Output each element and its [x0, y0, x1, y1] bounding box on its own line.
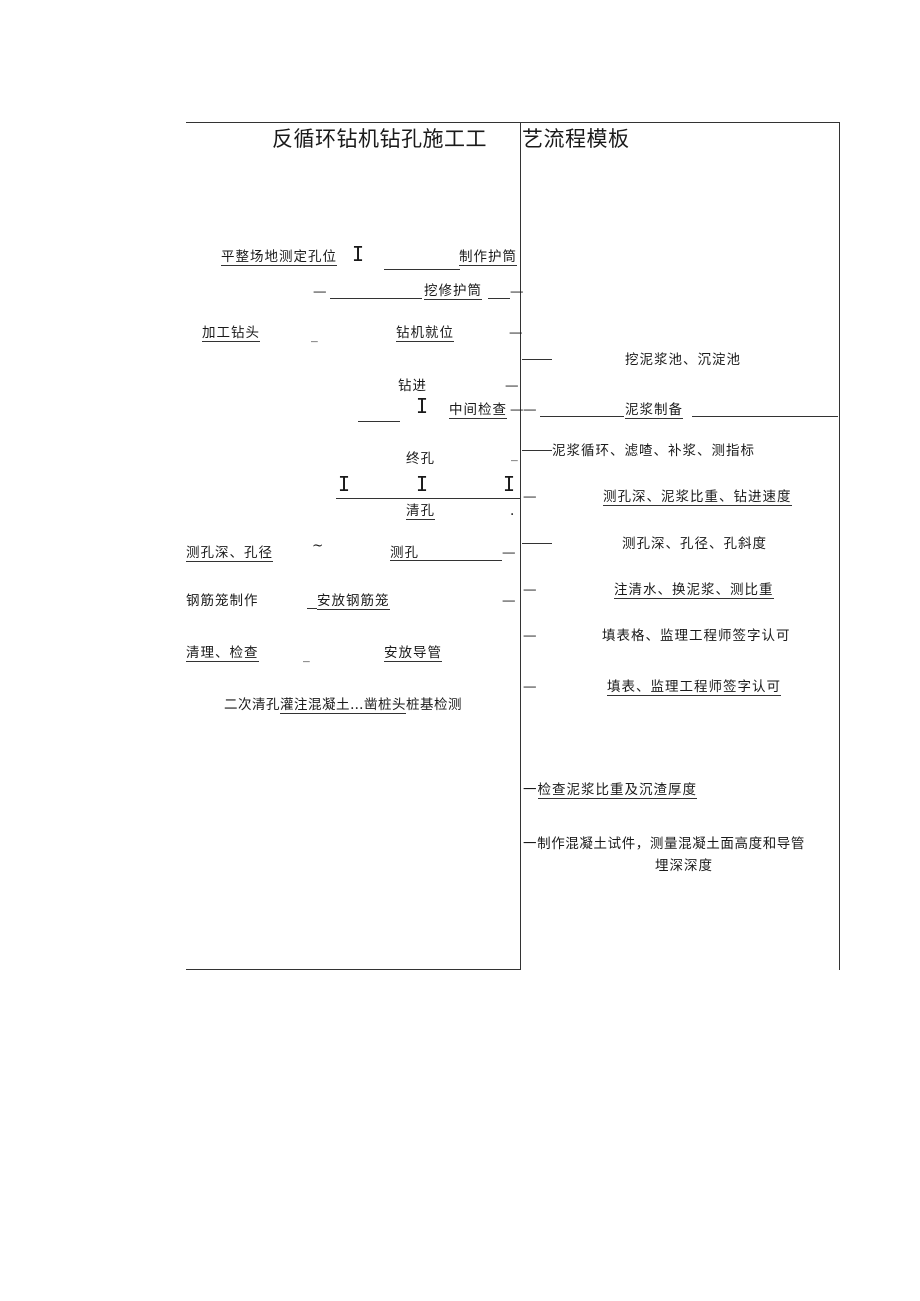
step-zhuangji-jiance: 桩基检测	[406, 697, 462, 713]
ibeam-connector-5: I	[503, 472, 516, 496]
connector-line-7	[336, 498, 520, 499]
dash-15r: 一	[523, 782, 538, 798]
step-zaozhuangtou: …凿桩头	[350, 697, 406, 714]
connector-right-9	[522, 543, 552, 544]
dash-5: —	[510, 402, 525, 418]
step-cekong-shen-jing: 测孔深、孔径	[186, 545, 273, 562]
ibeam-connector-2: I	[416, 394, 429, 418]
dash-12r: —	[523, 628, 538, 644]
document-title-right: 艺流程模板	[522, 127, 630, 151]
step-gangjinlong-zhizuo: 钢筋笼制作	[186, 593, 259, 609]
dash-7r: —	[523, 489, 538, 505]
ibeam-connector-3: I	[338, 472, 351, 496]
document-title-left: 反循环钻机钻孔施工工	[272, 127, 487, 151]
dash-5r: —	[523, 402, 538, 418]
ibeam-connector-4: I	[416, 472, 429, 496]
dash-3: —	[509, 325, 524, 341]
frame-right-border	[839, 123, 840, 970]
note-nijiang-xunhuan: 泥浆循环、滤喳、补浆、测指标	[552, 443, 755, 459]
dash-11: —	[502, 593, 517, 609]
dash-2b: —	[510, 284, 525, 300]
connector-line-5r2	[692, 416, 838, 417]
step-jiagong-zuantou: 加工钻头	[202, 325, 260, 342]
step-guanzhu: 灌注混凝土	[280, 697, 350, 714]
step-zuanjin: 钻进	[398, 378, 427, 394]
underscore-6: _	[511, 446, 519, 462]
note-tianbiao: 填表、监理工程师签字认可	[607, 679, 781, 696]
step-anfang-daoguan: 安放导管	[384, 645, 442, 662]
dash-2a: —	[313, 284, 328, 300]
dot-8: .	[510, 503, 516, 519]
frame-bottom-border	[186, 969, 521, 970]
dash-14r: —	[523, 679, 538, 695]
connector-line-9	[390, 560, 502, 561]
note-zhizuo-shijian-2: 埋深深度	[655, 858, 713, 874]
underscore-13: _	[303, 647, 311, 663]
note-jiancha-nijiang: 检查泥浆比重及沉渣厚度	[537, 782, 697, 799]
note-jiancha-nijiang-row: 一检查泥浆比重及沉渣厚度	[523, 782, 697, 799]
step-qingli-jiancha: 清理、检查	[186, 645, 259, 662]
connector-line-1	[384, 269, 460, 270]
step-wawa-hutong: 挖修护筒	[424, 283, 482, 300]
frame-center-divider	[520, 123, 521, 970]
step-zhongjian-jiancha: 中间检查	[449, 402, 507, 419]
connector-right-1	[522, 359, 552, 360]
dash-10r: —	[523, 582, 538, 598]
note-zhuqingshui: 注清水、换泥浆、测比重	[614, 582, 774, 599]
step-zhongkong: 终孔	[406, 451, 435, 467]
step-cekong: 测孔	[390, 545, 419, 561]
note-cekong-kongjing-xiedu: 测孔深、孔径、孔斜度	[622, 536, 767, 552]
step-zhizuo-hutong: 制作护筒	[459, 249, 517, 266]
connector-line-2a	[330, 298, 422, 299]
frame-top-border	[186, 122, 840, 123]
ibeam-connector-1: I	[352, 242, 365, 266]
dash-4: —	[505, 378, 520, 394]
note-nijiang-zhibei: 泥浆制备	[625, 402, 683, 419]
connector-line-2b	[488, 298, 510, 299]
step-final-row: 二次清孔灌注混凝土…凿桩头桩基检测	[224, 697, 462, 714]
underscore-3: _	[311, 327, 319, 343]
step-ercihqingkong: 二次清孔	[224, 697, 280, 713]
dash-9: —	[502, 545, 517, 561]
connector-line-5r	[540, 416, 624, 417]
step-qingkong: 清孔	[406, 503, 435, 520]
note-wa-nijiangchi: 挖泥浆池、沉淀池	[625, 352, 741, 368]
connector-line-5	[358, 421, 400, 422]
step-pingzheng: 平整场地测定孔位	[221, 249, 337, 266]
connector-right-6	[522, 450, 552, 451]
note-tianbiaoge: 填表格、监理工程师签字认可	[602, 628, 791, 644]
note-cekong-nijiang-sudu: 测孔深、泥浆比重、钻进速度	[603, 489, 792, 506]
step-zuanji-jiuwei: 钻机就位	[396, 325, 454, 342]
step-anfang-gangjinlong: 安放钢筋笼	[317, 593, 390, 610]
tilde-9: ~	[312, 538, 325, 554]
connector-line-11	[307, 608, 317, 609]
note-zhizuo-shijian-1: 一制作混凝土试件，测量混凝土面高度和导管	[523, 836, 805, 852]
